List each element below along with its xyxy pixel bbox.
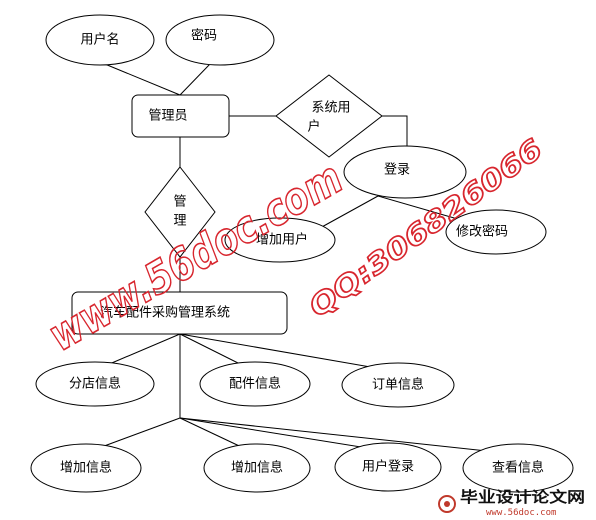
attr-add-info-1: 增加信息: [30, 443, 142, 493]
attr-username-label: 用户名: [80, 32, 119, 48]
attr-parts-info: 配件信息: [199, 361, 311, 407]
rel-system-user-label-2: 户: [307, 119, 320, 135]
edge-password-admin: [179, 63, 211, 96]
edge-branch: [99, 333, 181, 369]
rel-manage-label-2: 理: [173, 214, 186, 229]
logo-emblem-dot-icon: [444, 501, 450, 507]
logo-text: 毕业设计论文网: [460, 488, 585, 506]
attr-change-password-label: 修改密码: [456, 224, 508, 240]
attr-user-login-label: 用户登录: [362, 459, 414, 475]
edge-login-changepwd: [377, 195, 469, 223]
attr-change-password: 修改密码: [445, 209, 547, 255]
attr-username: 用户名: [45, 14, 155, 66]
rel-system-user: 系统用 户: [275, 74, 383, 158]
attr-parts-info-label: 配件信息: [229, 376, 281, 392]
attr-order-info: 订单信息: [341, 362, 455, 408]
entity-admin: 管理员: [131, 94, 230, 138]
edge-order: [179, 333, 389, 371]
attr-add-user: 增加用户: [224, 217, 336, 263]
attr-login: 登录: [343, 145, 467, 199]
attr-add-info-2: 增加信息: [203, 443, 311, 493]
entity-system: 汽车配件采购管理系统: [71, 291, 288, 335]
attr-add-info-1-label: 增加信息: [60, 460, 112, 476]
rel-manage-label-1: 管: [173, 195, 186, 210]
attr-user-login: 用户登录: [334, 442, 442, 492]
rel-manage: 管 理: [144, 166, 216, 258]
edge-userlogin: [179, 417, 387, 452]
edge-login-adduser: [319, 195, 379, 229]
logo-url: www.56doc.com: [486, 508, 556, 518]
entity-system-label: 汽车配件采购管理系统: [100, 305, 230, 321]
site-logo: 毕业设计论文网 www.56doc.com: [438, 488, 585, 518]
attr-password: 密码: [165, 14, 275, 66]
attr-login-label: 登录: [384, 163, 410, 178]
edge-view: [179, 417, 516, 455]
attr-add-info-2-label: 增加信息: [231, 460, 283, 476]
rel-system-user-label-1: 系统用: [311, 101, 350, 116]
attr-branch-info: 分店信息: [35, 361, 155, 407]
edge-systemuser-right: [382, 115, 408, 150]
edge-username-admin: [99, 61, 181, 96]
entity-admin-label: 管理员: [148, 109, 187, 124]
attr-order-info-label: 订单信息: [372, 377, 424, 393]
attr-password-label: 密码: [191, 28, 217, 44]
attr-add-user-label: 增加用户: [256, 232, 308, 248]
attr-view-info: 查看信息: [462, 443, 574, 493]
attr-branch-info-label: 分店信息: [69, 376, 121, 392]
attr-view-info-label: 查看信息: [492, 460, 544, 476]
edge-parts: [179, 333, 249, 369]
